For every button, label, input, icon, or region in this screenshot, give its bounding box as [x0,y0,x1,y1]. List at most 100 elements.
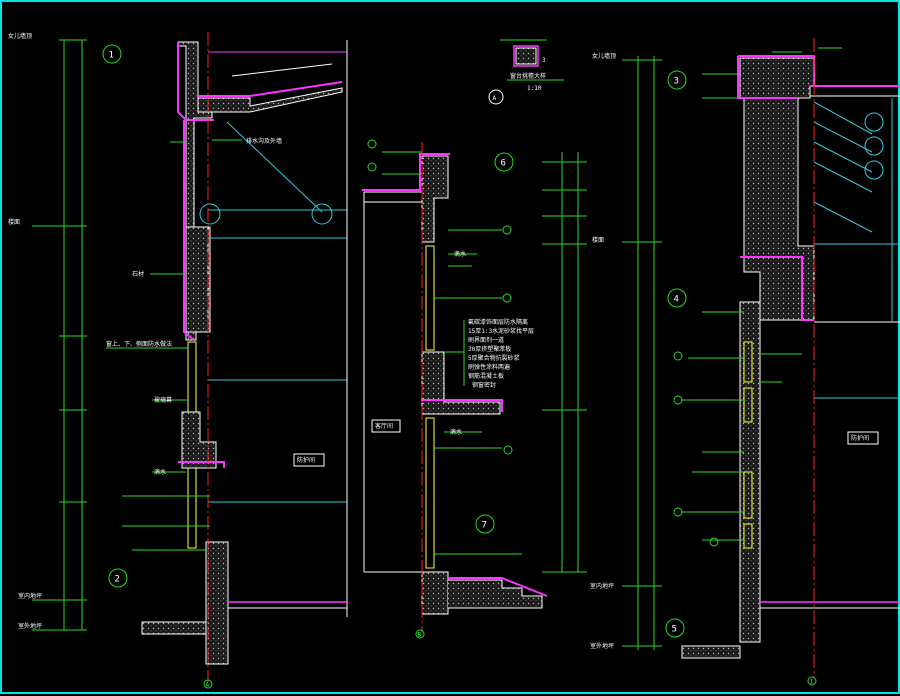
left-wall-panel [185,226,209,333]
label-mid-drip-a: 滴水 [454,250,466,258]
mid-axis-label: B [418,632,422,639]
right-column-circle-1 [864,112,884,132]
section-number-7: 7 [482,521,487,531]
detail-ref-bubble [488,89,504,105]
label-left-stone: 石材 [132,270,144,278]
label-left-gutter: 排水沟及外墙 [246,137,282,145]
section-bubble-5 [665,618,685,638]
left-axis-label: A [206,682,210,689]
right-window-4 [743,523,753,549]
section-bubble-7 [475,514,495,534]
left-roof-membrane [198,81,343,97]
label-left-drip: 滴水 [154,468,166,476]
right-room-box [847,431,879,445]
label-right-outdoor-floor: 室外地坪 [590,642,614,650]
mid-leader-bubble-5 [503,445,513,455]
label-mid-spec-6: 刷弹性涂料两遍 [468,363,510,371]
right-column-circle-2 [864,136,884,156]
label-mid-room: 客厅间 [375,422,393,430]
label-right-top-level: 女儿墙顶 [592,52,616,60]
left-base-wall [205,541,229,665]
label-mid-steel-seal: 钢窗密封 [472,381,496,389]
right-window-1 [743,341,753,383]
left-membrane-top [177,42,214,121]
left-dim-ticks [32,39,87,631]
mid-axis-bubble [415,629,425,639]
detail-block [515,47,537,65]
mid-room-box [371,419,401,433]
label-left-top-level: 女儿墙顶 [8,32,32,40]
mid-canopy-membrane [422,399,503,412]
label-right-indoor-floor: 室内地坪 [590,582,614,590]
section-number-2: 2 [115,575,120,585]
right-leader-bubble-3 [673,507,683,517]
mid-parapet [421,155,449,243]
label-mid-spec-4: 30厚挤塑聚苯板 [468,345,511,353]
left-room-box [293,453,325,467]
right-leaders [682,47,842,541]
mid-leader-bubble-2 [367,162,377,172]
left-column-circle-2 [311,203,333,225]
label-left-floor: 楼面 [8,218,20,226]
right-window-3 [743,471,753,519]
left-leaders [106,139,242,551]
section-number-1: 1 [109,51,114,61]
label-mid-spec-3: 刷界面剂一道 [468,336,504,344]
left-window-upper [187,341,197,413]
right-axis-label: 1 [810,679,814,686]
section-number-5: 5 [672,625,677,635]
right-truss-lines [813,101,873,233]
label-mid-spec-7: 钢筋混凝土板 [468,372,504,380]
label-mid-spec-1: 氟碳漆饰面层防水隔离 [468,318,528,326]
middle-section: B [362,139,587,639]
right-section: 1 [622,38,900,686]
detail-scale: 1:10 [527,85,542,92]
right-membrane-mid [740,256,814,321]
label-right-room: 防护间 [851,434,869,442]
mid-steps [448,579,543,609]
label-left-room: 防护间 [297,456,315,464]
mid-step-membrane [448,577,548,597]
left-ground-slab [141,621,207,635]
left-truss-line [226,121,323,213]
right-axis-bubble [807,676,817,686]
detail-ref-label: A [493,95,497,102]
detail-title: 窗台挑檐大样 [510,72,546,80]
section-bubble-1 [102,44,122,64]
mid-window-upper [425,245,435,351]
left-section: A [32,32,348,689]
right-leader-bubble-2 [673,395,683,405]
right-ground-slab [681,645,741,659]
right-window-2 [743,387,753,423]
label-left-window-note: 窗上、下、侧面防水做法 [106,340,172,348]
mid-leaders [382,151,522,555]
mid-leader-bubble-4 [502,293,512,303]
left-sill-block [181,411,217,469]
right-membrane-side [737,56,798,99]
left-sill-membrane [178,461,225,468]
right-leader-bubble-4 [709,537,719,547]
section-bubble-3 [667,70,687,90]
section-number-4: 4 [674,295,679,305]
left-roof-leader [231,63,333,77]
mid-base-wall [421,571,449,615]
label-mid-spec-2: 15厚1:3水泥砂浆找平层 [468,327,534,335]
left-axis-bubble [203,679,213,689]
mid-window-lower [425,417,435,569]
right-leader-bubble-1 [673,351,683,361]
left-column-circle [199,203,221,225]
detail-tag: 3 [542,57,546,64]
label-mid-drip-b: 滴水 [450,428,462,436]
label-left-glass: 玻璃幕 [154,396,172,404]
right-dim-ticks [622,59,742,647]
section-number-3: 3 [674,77,679,87]
label-left-outdoor-floor: 室外地坪 [18,622,42,630]
label-right-floor: 楼面 [592,236,604,244]
section-bubble-4 [667,288,687,308]
section-bubbles [102,44,687,638]
section-number-6: 6 [501,159,506,169]
mid-dim-ticks [542,161,587,573]
left-roof-slab [197,87,343,113]
